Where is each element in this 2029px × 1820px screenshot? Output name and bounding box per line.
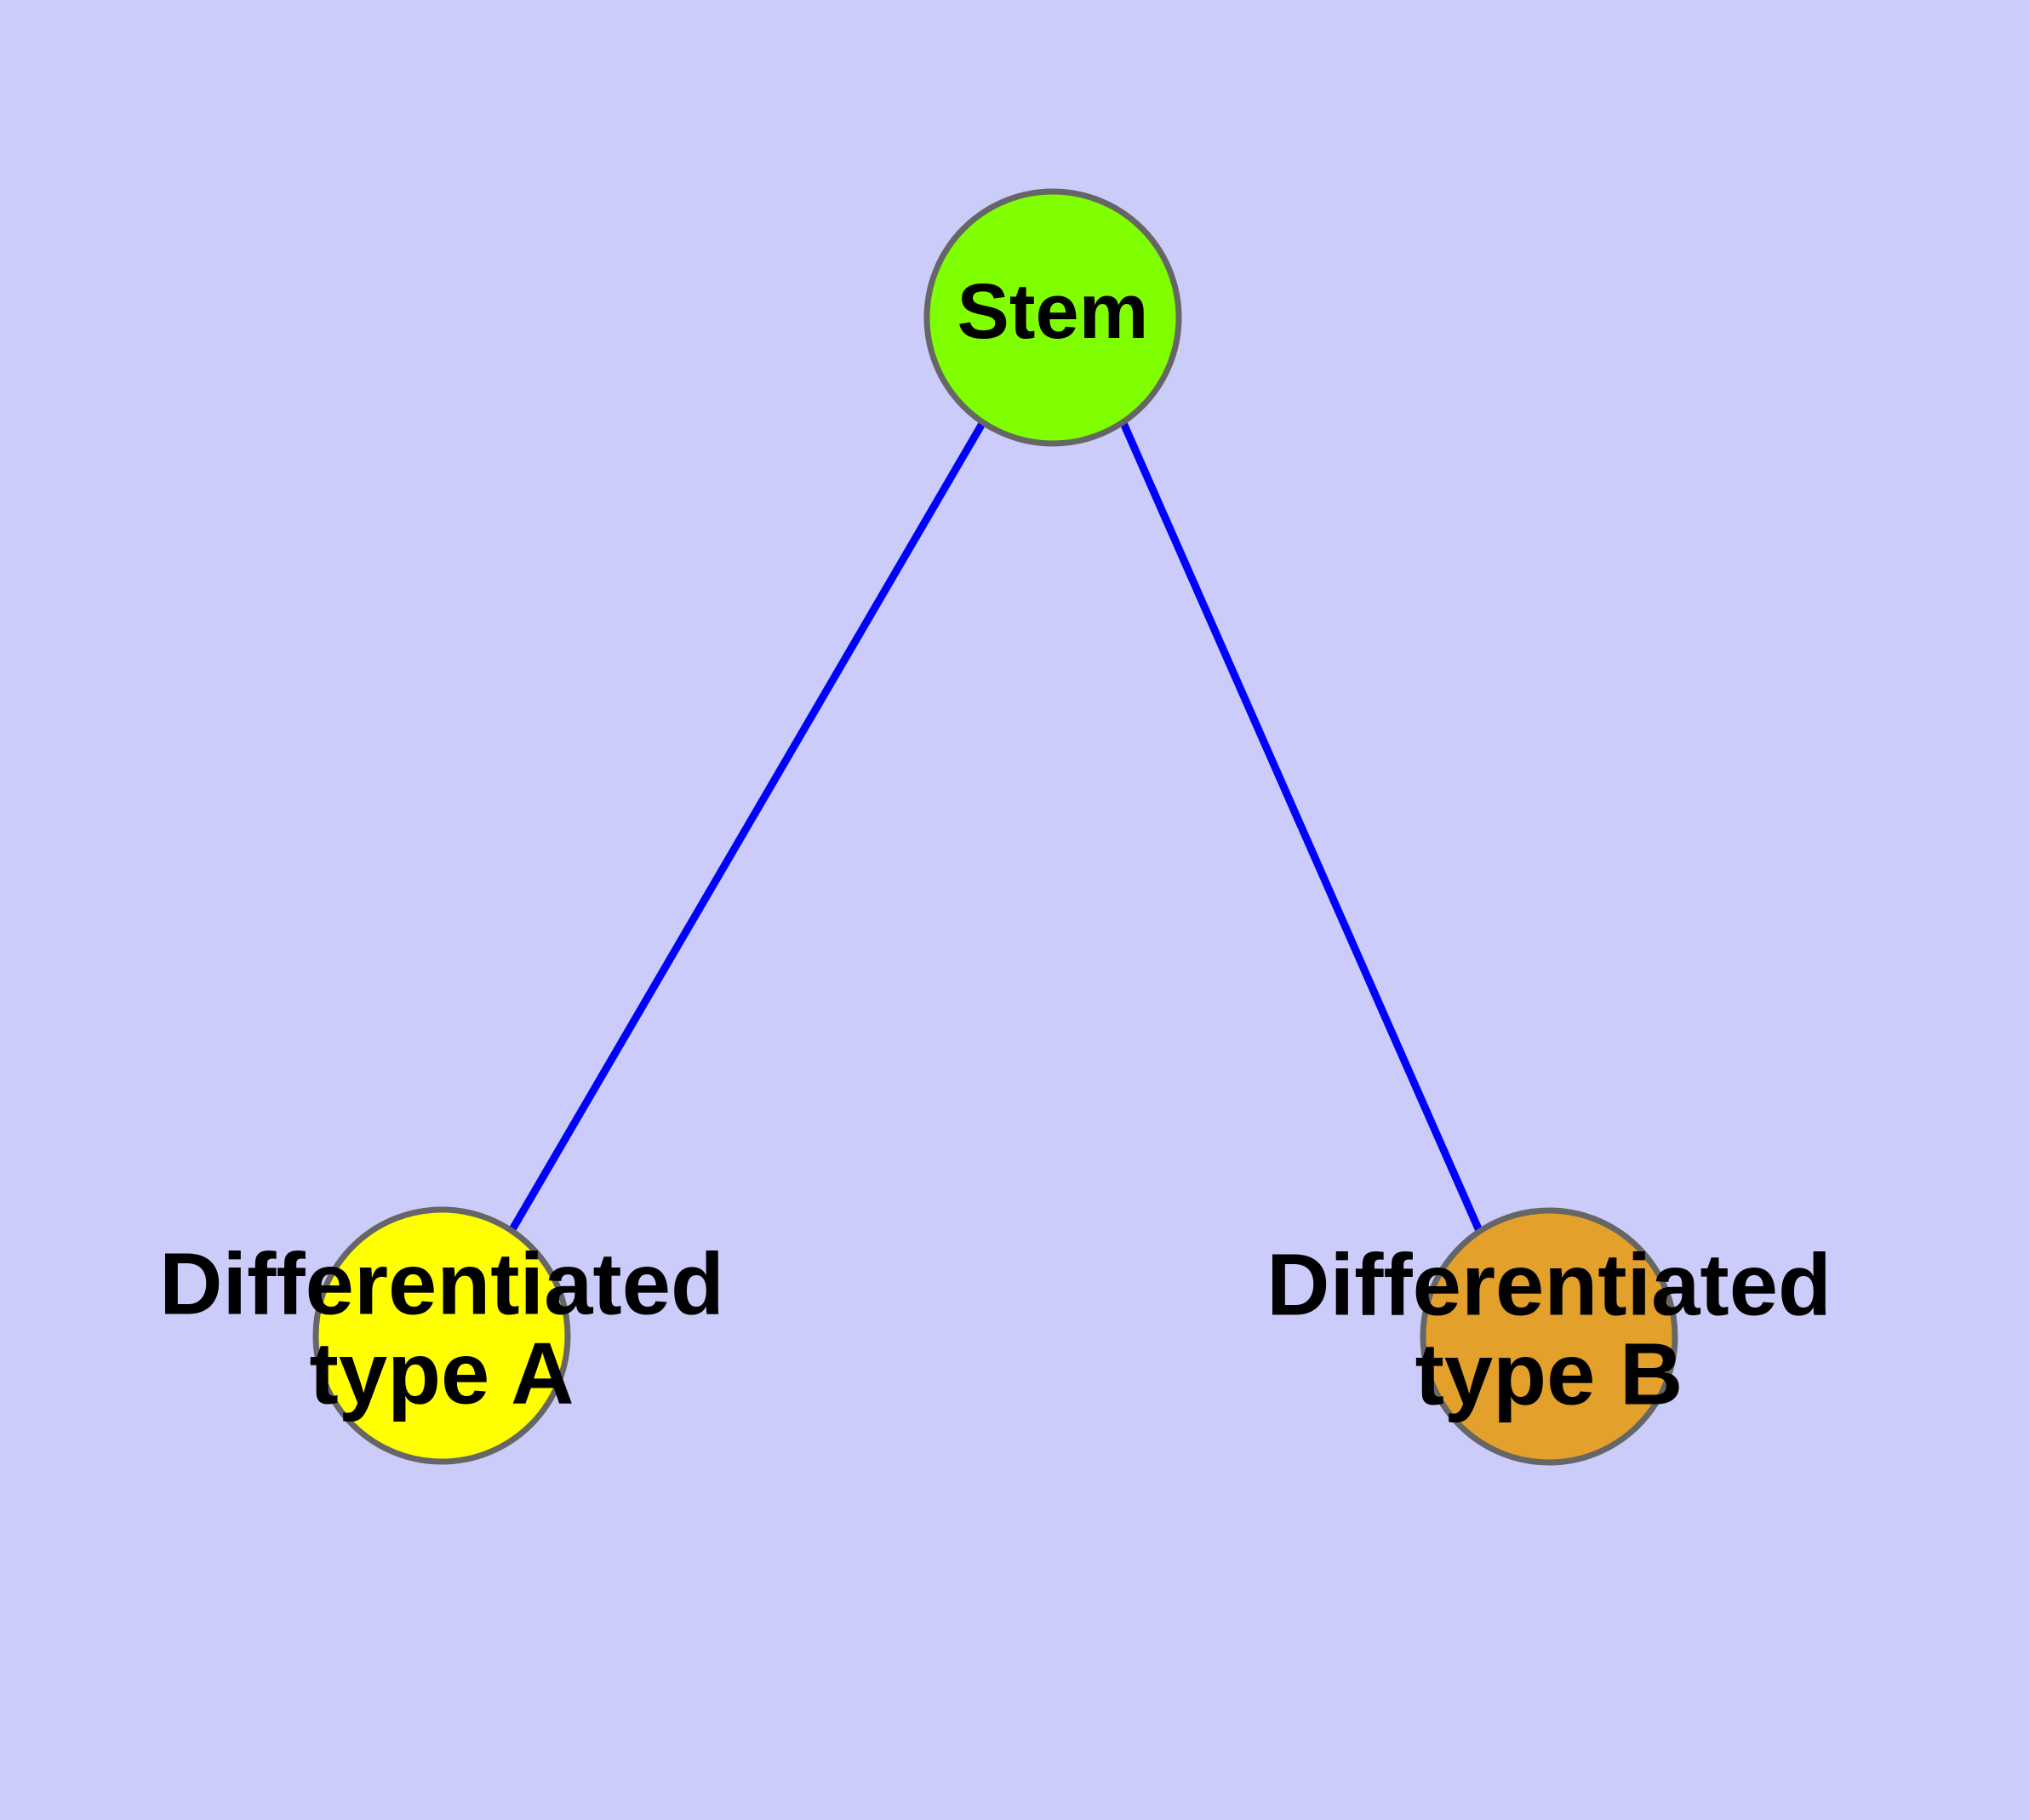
edges-group [508,420,1484,1234]
node-label-stem: Stem [957,268,1149,355]
graph-edge-stem-diff_b[interactable] [1119,421,1484,1234]
node-circle-diff_b[interactable] [1420,1207,1678,1466]
graph-node-stem[interactable]: Stem [923,188,1182,447]
node-label-line: Differentiated [1266,1236,1832,1334]
node-circle-stem[interactable] [923,188,1182,447]
node-label-line: Stem [957,268,1149,355]
node-circle-diff_a[interactable] [312,1206,571,1465]
node-label-line: type B [1415,1325,1683,1423]
graph-edge-stem-diff_a[interactable] [508,420,986,1233]
node-label-line: type A [310,1325,574,1422]
node-label-line: Differentiated [159,1235,724,1333]
